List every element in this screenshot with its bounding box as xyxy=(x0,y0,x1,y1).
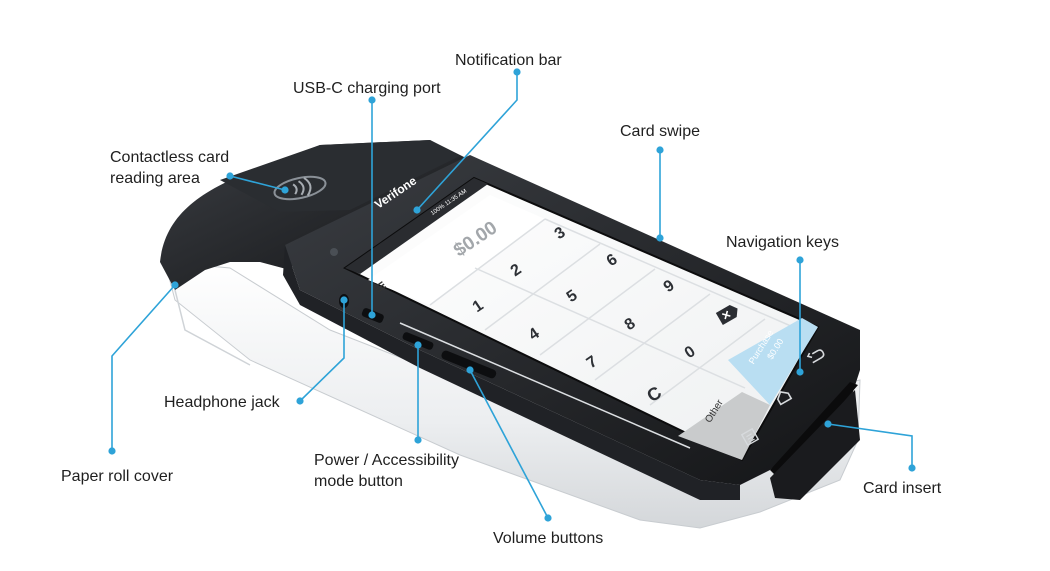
label-volume-buttons: Volume buttons xyxy=(493,530,604,547)
back-icon[interactable] xyxy=(806,347,825,364)
label-headphone-jack: Headphone jack xyxy=(164,394,280,411)
label-power-button: Power / Accessibility mode button xyxy=(314,452,459,490)
camera-dot xyxy=(330,248,338,256)
amount-area xyxy=(368,195,545,305)
card-insert-slot xyxy=(770,382,858,478)
label-notification-bar: Notification bar xyxy=(455,52,562,69)
home-icon[interactable] xyxy=(775,389,793,406)
label-contactless: Contactless card reading area xyxy=(110,149,230,187)
card-insert-opening xyxy=(770,390,860,500)
menu-icon[interactable] xyxy=(740,427,760,447)
backspace-x-icon[interactable] xyxy=(715,302,741,326)
printer-top xyxy=(220,140,460,212)
contactless-icon xyxy=(273,175,327,201)
label-card-insert: Card insert xyxy=(863,480,942,497)
power-button[interactable] xyxy=(402,331,435,350)
purchase-button[interactable] xyxy=(728,318,818,405)
label-paper-roll: Paper roll cover xyxy=(61,468,174,485)
label-navigation-keys: Navigation keys xyxy=(726,234,839,251)
headphone-jack[interactable] xyxy=(339,294,349,308)
paper-roll-seam xyxy=(174,289,251,366)
hamburger-icon[interactable] xyxy=(373,281,387,293)
label-usb-c: USB-C charging port xyxy=(293,80,441,97)
label-card-swipe: Card swipe xyxy=(620,123,701,140)
